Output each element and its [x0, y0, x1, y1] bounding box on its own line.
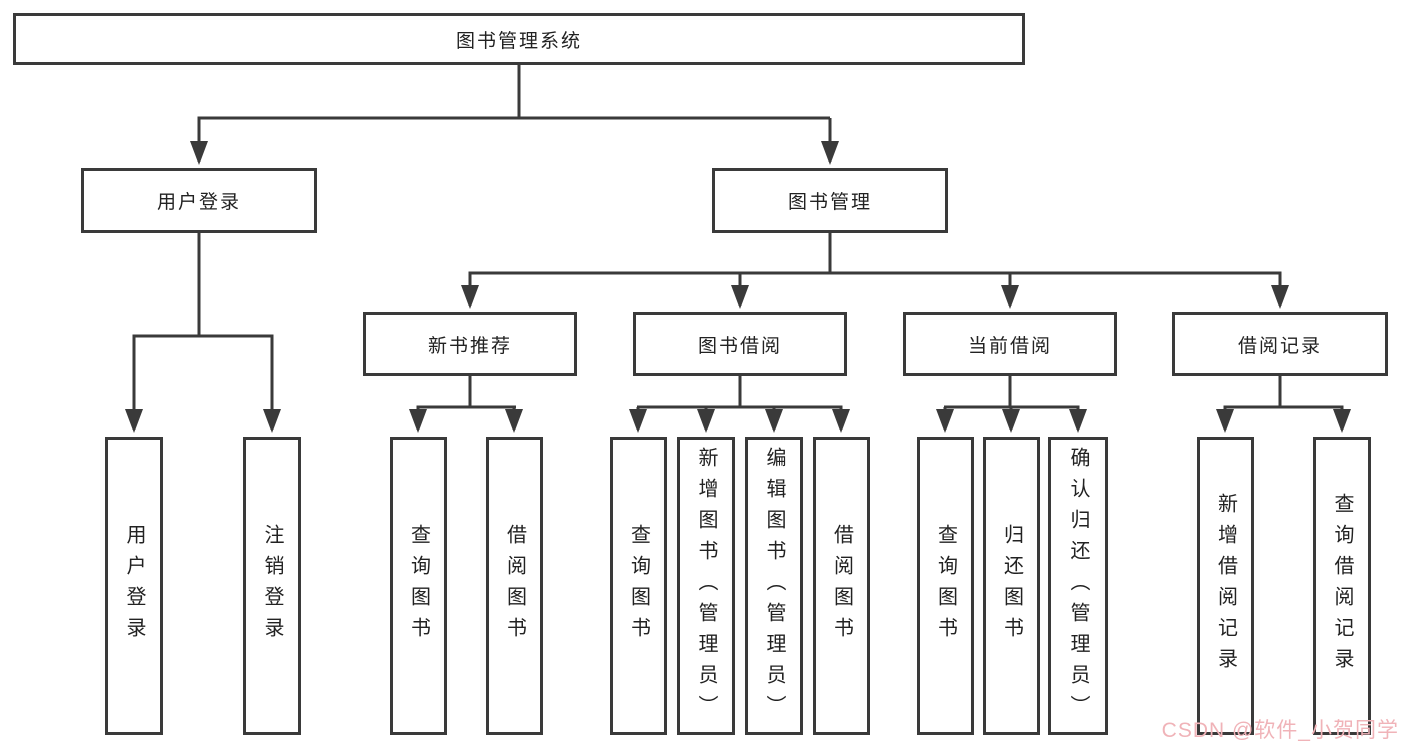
- connector-new-book-recommend-children: [416, 376, 516, 409]
- connector-root-to-level2: [197, 65, 830, 120]
- leaf-confirm-return-admin: 确认归还（管理员）: [1048, 437, 1108, 735]
- connector-user-login-children: [132, 233, 274, 338]
- connector-book-management-children: [468, 233, 1282, 275]
- connector-borrow-records-children: [1223, 376, 1344, 409]
- node-user-login: 用户登录: [81, 168, 317, 233]
- node-borrow-records: 借阅记录: [1172, 312, 1388, 376]
- leaf-add-borrow-record: 新增借阅记录: [1197, 437, 1254, 735]
- node-new-book-recommend: 新书推荐: [363, 312, 577, 376]
- leaf-add-books-admin: 新增图书（管理员）: [677, 437, 735, 735]
- leaf-edit-books-admin: 编辑图书（管理员）: [745, 437, 803, 735]
- leaf-borrow-books: 借阅图书: [813, 437, 870, 735]
- leaf-borrow-books-recommend: 借阅图书: [486, 437, 543, 735]
- leaf-logout: 注销登录: [243, 437, 301, 735]
- node-book-borrow: 图书借阅: [633, 312, 847, 376]
- leaf-query-borrow-record: 查询借阅记录: [1313, 437, 1371, 735]
- node-book-management: 图书管理: [712, 168, 948, 233]
- node-root: 图书管理系统: [13, 13, 1025, 65]
- leaf-return-books: 归还图书: [983, 437, 1040, 735]
- connector-current-borrow-children: [944, 376, 1080, 409]
- node-current-borrow: 当前借阅: [903, 312, 1117, 376]
- leaf-query-books-recommend: 查询图书: [390, 437, 447, 735]
- leaf-query-books-current: 查询图书: [917, 437, 974, 735]
- connector-book-borrow-children: [637, 376, 843, 409]
- leaf-user-login: 用户登录: [105, 437, 163, 735]
- leaf-query-books-borrow: 查询图书: [610, 437, 667, 735]
